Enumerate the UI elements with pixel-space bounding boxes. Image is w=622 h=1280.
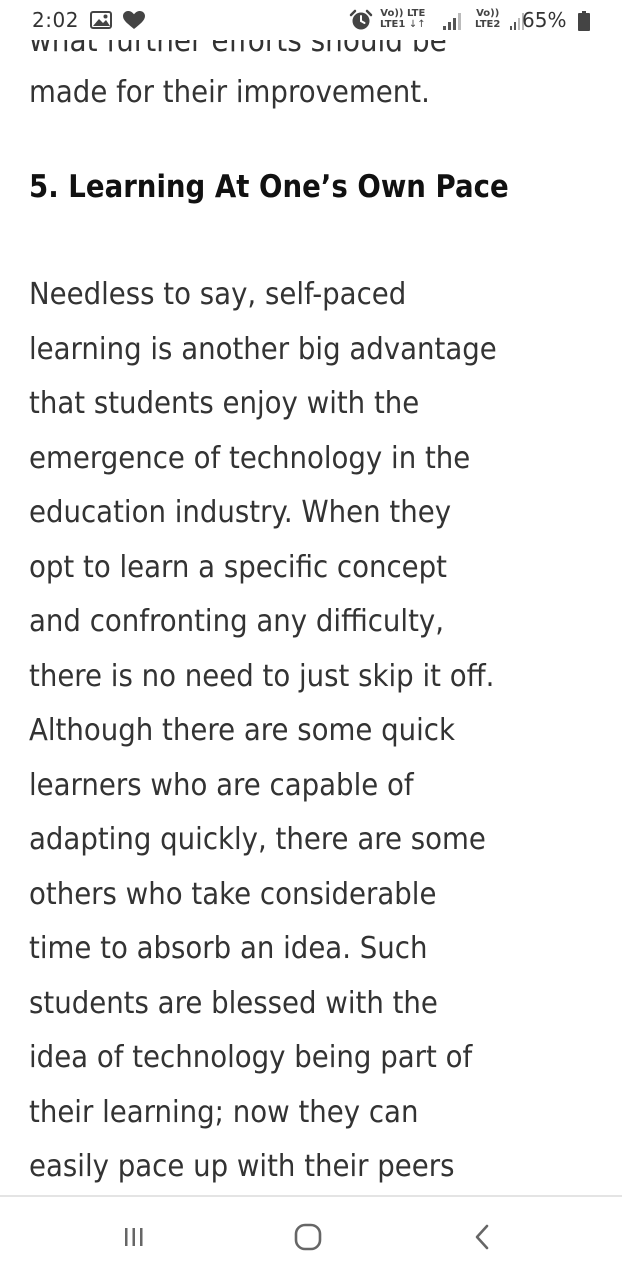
paragraph-line: Although there are some quick — [29, 713, 455, 748]
paragraph-line: adapting quickly, there are some — [29, 822, 486, 857]
heart-icon — [122, 10, 146, 34]
paragraph-end-line: made for their improvement. — [29, 75, 430, 110]
recent-apps-icon — [123, 1225, 145, 1253]
paragraph-line: others who take considerable — [29, 876, 437, 912]
alarm-icon — [349, 9, 373, 35]
volte1-sim-label: LTE1 — [380, 19, 406, 30]
paragraph-line: emergence of technology in the — [29, 440, 471, 476]
paragraph-line: that students enjoy with the — [29, 386, 420, 421]
back-icon — [470, 1223, 494, 1255]
volte1-top-label: Vo)) — [380, 8, 404, 19]
paragraph-line: idea of technology being part of — [29, 1040, 473, 1075]
battery-percent: 65% — [522, 8, 567, 32]
signal-icon — [442, 11, 464, 35]
paragraph-line: and confronting any difficulty, — [29, 604, 445, 639]
volte-lte1-icon: Vo)) LTE LTE1 ↓↑ — [380, 8, 426, 30]
article-paragraph: Needless to say, self-paced learning is … — [29, 268, 537, 1195]
volte2-top-label: Vo)) — [476, 8, 500, 19]
home-button[interactable] — [286, 1217, 330, 1261]
volte2-sim-label: LTE2 — [475, 19, 501, 30]
paragraph-line: education industry. When they — [29, 495, 452, 530]
navigation-bar — [0, 1197, 622, 1280]
paragraph-line: opt to learn a specific concept — [29, 549, 447, 585]
paragraph-line: students are blessed with the — [29, 985, 438, 1021]
paragraph-line: their learning; now they can — [29, 1094, 419, 1130]
recent-apps-button[interactable] — [112, 1217, 156, 1261]
signal-icon — [510, 11, 524, 35]
nav-divider — [0, 1195, 622, 1197]
status-bar: 2:02 Vo)) LTE LTE1 ↓↑ Vo)) — [0, 0, 622, 40]
home-icon — [293, 1222, 323, 1256]
status-time: 2:02 — [32, 8, 79, 32]
battery-icon — [578, 11, 590, 35]
paragraph-line: Needless to say, self-paced — [29, 277, 407, 312]
paragraph-line: time to absorb an idea. Such — [29, 931, 428, 966]
gallery-icon — [90, 11, 112, 33]
paragraph-line: easily pace up with their peers — [29, 1149, 455, 1184]
section-heading: 5. Learning At One’s Own Pace — [29, 169, 509, 205]
volte1-lte-label: LTE — [406, 8, 426, 19]
volte-lte2-icon: Vo)) LTE2 — [475, 9, 500, 30]
paragraph-line: learning is another big advantage — [29, 331, 497, 367]
back-button[interactable] — [460, 1217, 504, 1261]
paragraph-line: learners who are capable of — [29, 767, 414, 803]
paragraph-line: there is no need to just skip it off. — [29, 658, 495, 694]
